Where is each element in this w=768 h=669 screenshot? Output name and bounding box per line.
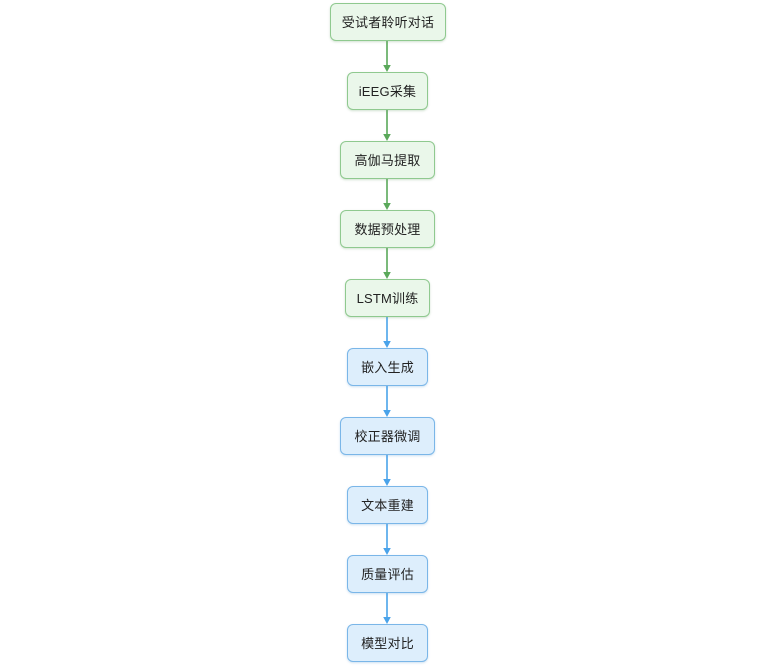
flow-arrow bbox=[380, 593, 394, 624]
flow-node-label: iEEG采集 bbox=[358, 83, 417, 99]
flow-node-n9[interactable]: 质量评估 bbox=[347, 555, 428, 593]
flow-arrow bbox=[380, 110, 394, 141]
flow-node-label: 模型对比 bbox=[361, 635, 414, 651]
flow-node-label: 校正器微调 bbox=[354, 428, 421, 444]
flow-node-label: 文本重建 bbox=[361, 497, 414, 513]
flow-node-label: 受试者聆听对话 bbox=[341, 14, 435, 30]
flow-node-label: 质量评估 bbox=[361, 566, 414, 582]
flow-node-label: 嵌入生成 bbox=[361, 359, 414, 375]
flow-arrow bbox=[380, 524, 394, 555]
flow-node-n1[interactable]: 受试者聆听对话 bbox=[330, 3, 446, 41]
flow-arrow bbox=[380, 179, 394, 210]
flow-node-n6[interactable]: 嵌入生成 bbox=[347, 348, 428, 386]
flow-arrow bbox=[380, 41, 394, 72]
flow-node-n8[interactable]: 文本重建 bbox=[347, 486, 428, 524]
flow-arrow bbox=[380, 455, 394, 486]
flow-node-label: LSTM训练 bbox=[356, 290, 419, 306]
flow-node-n4[interactable]: 数据预处理 bbox=[340, 210, 435, 248]
flow-arrow bbox=[380, 386, 394, 417]
flow-node-n5[interactable]: LSTM训练 bbox=[345, 279, 430, 317]
flow-node-label: 数据预处理 bbox=[354, 221, 421, 237]
flow-arrow bbox=[380, 248, 394, 279]
flow-node-label: 高伽马提取 bbox=[354, 152, 421, 168]
flow-node-n2[interactable]: iEEG采集 bbox=[347, 72, 428, 110]
flow-node-n7[interactable]: 校正器微调 bbox=[340, 417, 435, 455]
flow-arrow bbox=[380, 317, 394, 348]
flow-node-n3[interactable]: 高伽马提取 bbox=[340, 141, 435, 179]
flow-node-n10[interactable]: 模型对比 bbox=[347, 624, 428, 662]
